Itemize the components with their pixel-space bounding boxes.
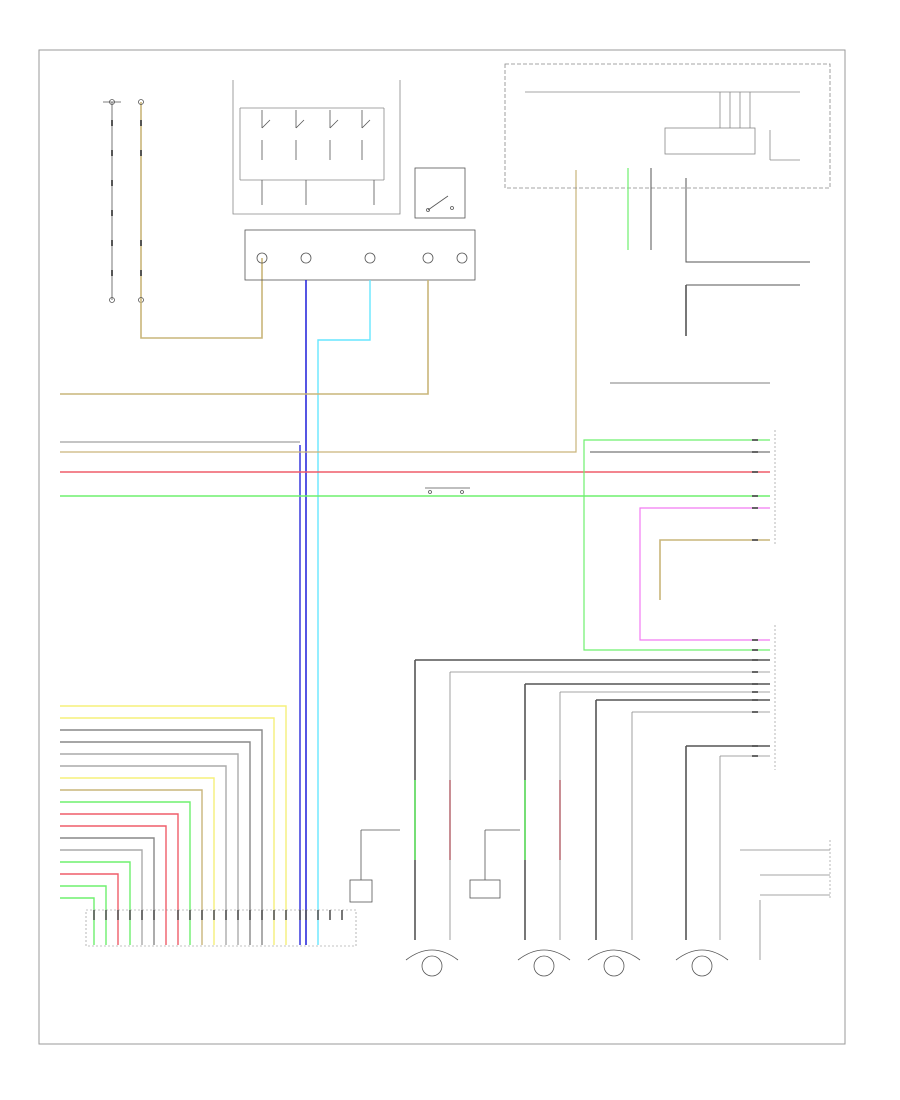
right-pin-ticks — [752, 439, 758, 757]
top-left-dashes — [111, 120, 142, 276]
wire-green-loop — [583, 439, 770, 651]
ecu-wire-bundle — [60, 705, 287, 945]
sensor-signal-bus — [414, 659, 770, 940]
sensor-color-wires — [414, 780, 561, 860]
right-front-speed-sensor — [675, 949, 729, 977]
ecu-pin-stubs — [93, 910, 343, 920]
switch-connector-block — [244, 229, 476, 281]
control-switch-assembly — [232, 80, 401, 215]
mid-junction — [425, 487, 470, 494]
top-right-wires — [610, 168, 810, 384]
combination-switch — [414, 167, 466, 219]
top-left-connector — [103, 99, 144, 303]
left-rear-speed-sensor — [405, 949, 459, 977]
switch-contacts — [261, 110, 375, 205]
wire-tan-switch — [60, 280, 429, 395]
hybrid-vehicle-control-ecu — [85, 909, 357, 947]
right-bottom-wires — [740, 849, 830, 960]
wire-cyan — [317, 280, 371, 945]
wire-magenta-loop — [639, 507, 770, 641]
left-front-speed-sensor — [587, 949, 641, 977]
diagram-frame — [38, 49, 846, 1045]
top-right-module — [504, 63, 831, 189]
wire-tan-top-left — [140, 258, 263, 339]
sensor-thin-wires — [449, 671, 770, 940]
skid-control-ecu — [774, 430, 831, 900]
sensor-junctions — [349, 829, 520, 903]
wire-tan-bus — [60, 170, 577, 453]
wire-tan-right — [659, 539, 770, 600]
right-rear-speed-sensor — [517, 949, 571, 977]
